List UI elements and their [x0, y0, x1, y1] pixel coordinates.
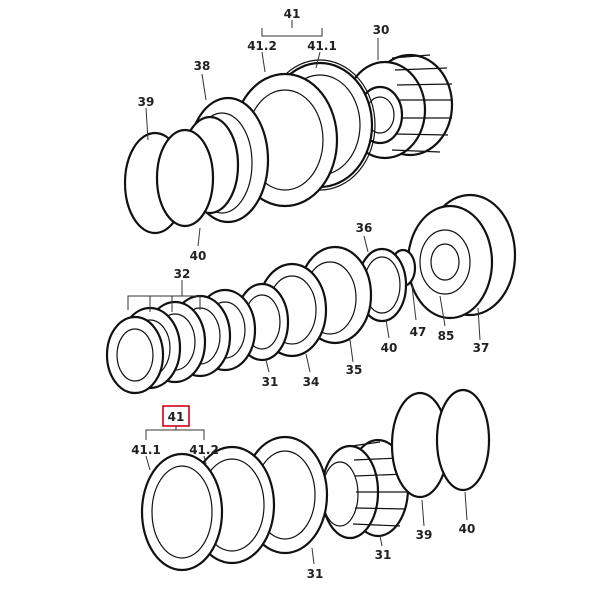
part-41-1-disc-bottom — [140, 452, 224, 572]
part-40-circlip — [155, 128, 215, 228]
label-35: 35 — [346, 363, 363, 377]
leader-39-bottom — [421, 499, 425, 527]
leader-41-1-top — [315, 51, 321, 69]
bracket-41-top — [261, 28, 323, 37]
leader-34 — [305, 353, 311, 373]
label-34: 34 — [303, 375, 320, 389]
leader-37 — [477, 307, 481, 341]
leader-40-bottom — [464, 491, 468, 521]
leader-40-mid — [385, 319, 390, 339]
label-37: 37 — [473, 341, 490, 355]
label-39-bottom: 39 — [416, 528, 433, 542]
bracket-32 — [127, 295, 201, 310]
leader-85 — [439, 295, 446, 327]
label-39-top: 39 — [138, 95, 155, 109]
label-41-1-top: 41.1 — [307, 39, 337, 53]
label-30: 30 — [373, 23, 390, 37]
label-32: 32 — [174, 267, 191, 281]
label-40-bottom: 40 — [459, 522, 476, 536]
label-85: 85 — [438, 329, 455, 343]
label-36: 36 — [356, 221, 373, 235]
bracket-41-bottom — [145, 429, 205, 440]
middle-assembly: 32 36 47 85 37 40 35 34 31 — [105, 193, 517, 395]
bottom-assembly: 41 41.1 41.2 39 40 31 31 — [131, 388, 491, 581]
label-31-mid: 31 — [262, 375, 279, 389]
leader-41-2-top — [261, 51, 266, 73]
label-41-2-top: 41.2 — [247, 39, 277, 53]
leader-40-top — [197, 227, 201, 247]
label-38: 38 — [194, 59, 211, 73]
leader-38 — [201, 73, 207, 101]
leader-47 — [411, 285, 417, 321]
leader-31-b — [311, 547, 315, 565]
label-41-2-bottom: 41.2 — [189, 443, 219, 457]
part-32-clutch-pack — [105, 288, 257, 395]
label-41-bottom: 41 — [168, 410, 185, 424]
leader-39-top — [145, 107, 149, 141]
label-40-top: 40 — [190, 249, 207, 263]
leader-36 — [363, 235, 369, 253]
top-assembly: 41 41.2 41.1 30 38 39 40 — [123, 7, 454, 263]
label-31-bottom-a: 31 — [375, 548, 392, 562]
leader-41-2-bottom — [203, 455, 207, 465]
label-41-top: 41 — [284, 7, 301, 21]
label-31-bottom-b: 31 — [307, 567, 324, 581]
leader-35 — [349, 339, 354, 363]
leader-41-1-bottom — [145, 455, 151, 471]
leader-31-mid — [265, 359, 270, 373]
part-37-housing — [406, 193, 517, 320]
label-47: 47 — [410, 325, 427, 339]
part-40-circlip-bottom — [435, 388, 491, 492]
label-41-1-bottom: 41.1 — [131, 443, 161, 457]
leader-31-a — [379, 535, 383, 547]
label-40-mid: 40 — [381, 341, 398, 355]
